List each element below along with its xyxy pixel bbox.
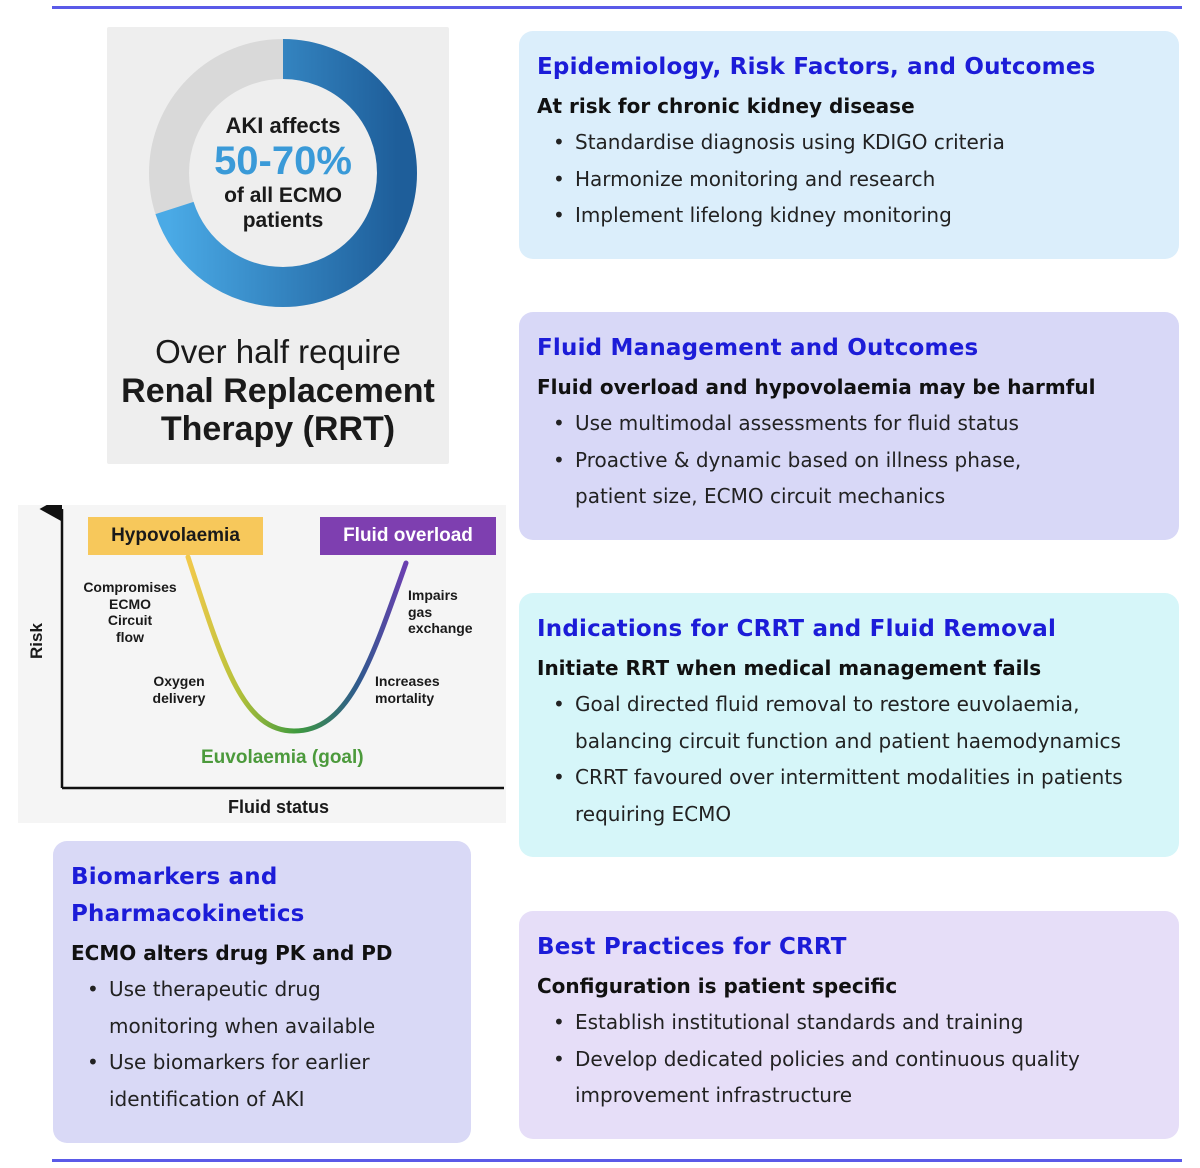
risk-u-curve bbox=[185, 554, 409, 734]
donut-line-3: of all ECMO bbox=[224, 184, 342, 207]
note-line: Circuit bbox=[107, 612, 153, 628]
note-line: flow bbox=[116, 628, 144, 645]
list-item: Goal directed fluid removal to restore e… bbox=[553, 686, 1165, 759]
list-item: Develop dedicated policies and continuou… bbox=[553, 1041, 1135, 1114]
compromises-note: Compromises ECMO Circuit flow bbox=[70, 579, 190, 645]
note-line: Impairs bbox=[408, 587, 458, 603]
list-item: CRRT favoured over intermittent modaliti… bbox=[553, 759, 1165, 832]
donut-center-text: AKI affects 50-70% of all ECMO patients bbox=[147, 37, 419, 309]
fluid-status-diagram: Hypovolaemia Fluid overload Risk Fluid s… bbox=[18, 505, 506, 823]
fluid-management-list: Use multimodal assessments for fluid sta… bbox=[537, 405, 1161, 515]
list-item: Use multimodal assessments for fluid sta… bbox=[553, 405, 1161, 442]
note-line: Compromises bbox=[83, 579, 177, 595]
note-line: Oxygen bbox=[153, 673, 205, 689]
oxygen-note: Oxygen delivery bbox=[139, 673, 219, 706]
list-item: Use therapeutic drug monitoring when ava… bbox=[87, 971, 409, 1044]
aki-donut-panel: AKI affects 50-70% of all ECMO patients … bbox=[107, 27, 449, 464]
indications-list: Goal directed fluid removal to restore e… bbox=[537, 686, 1161, 832]
epidemiology-card: Epidemiology, Risk Factors, and Outcomes… bbox=[519, 31, 1179, 259]
rrt-line-3: Therapy (RRT) bbox=[160, 410, 396, 448]
aki-donut-chart bbox=[149, 39, 417, 307]
indications-subtitle: Initiate RRT when medical management fai… bbox=[537, 656, 1042, 680]
list-item: Standardise diagnosis using KDIGO criter… bbox=[553, 124, 1161, 161]
top-divider bbox=[52, 6, 1182, 9]
fluid-overload-label: Fluid overload bbox=[343, 525, 473, 546]
fluid-overload-box bbox=[320, 517, 496, 555]
note-line: exchange bbox=[408, 620, 473, 636]
euvolaemia-label: Euvolaemia (goal) bbox=[201, 747, 364, 768]
note-line: gas bbox=[408, 603, 433, 620]
biomarkers-list: Use therapeutic drug monitoring when ava… bbox=[71, 971, 453, 1117]
list-item: Establish institutional standards and tr… bbox=[553, 1004, 1161, 1041]
hypovolaemia-label: Hypovolaemia bbox=[111, 525, 240, 546]
indications-title: Indications for CRRT and Fluid Removal bbox=[537, 616, 1057, 642]
fluid-management-title: Fluid Management and Outcomes bbox=[537, 335, 979, 361]
epidemiology-subtitle: At risk for chronic kidney disease bbox=[537, 94, 915, 118]
y-axis-label: Risk bbox=[27, 623, 46, 659]
fluid-management-card: Fluid Management and Outcomes Fluid over… bbox=[519, 312, 1179, 540]
list-item: Proactive & dynamic based on illness pha… bbox=[553, 442, 1045, 515]
indications-card: Indications for CRRT and Fluid Removal I… bbox=[519, 593, 1179, 857]
mortality-note: Increases mortality bbox=[375, 673, 440, 706]
epidemiology-title: Epidemiology, Risk Factors, and Outcomes bbox=[537, 54, 1096, 80]
best-practices-subtitle: Configuration is patient specific bbox=[537, 974, 898, 998]
best-practices-title: Best Practices for CRRT bbox=[537, 934, 847, 960]
rrt-line-1: Over half require bbox=[155, 333, 401, 370]
list-item: Implement lifelong kidney monitoring bbox=[553, 197, 1161, 234]
donut-line-1: AKI affects bbox=[225, 113, 341, 138]
note-line: Increases bbox=[375, 673, 440, 689]
note-line: delivery bbox=[152, 689, 206, 706]
donut-percent: 50-70% bbox=[214, 139, 352, 183]
best-practices-list: Establish institutional standards and tr… bbox=[537, 1004, 1161, 1114]
list-item: Use biomarkers for earlier identificatio… bbox=[87, 1044, 409, 1117]
best-practices-card: Best Practices for CRRT Configuration is… bbox=[519, 911, 1179, 1139]
donut-line-4: patients bbox=[242, 209, 324, 232]
gas-exchange-note: Impairs gas exchange bbox=[408, 587, 473, 637]
rrt-statement: Over half require Renal Replacement Ther… bbox=[107, 332, 449, 448]
epidemiology-list: Standardise diagnosis using KDIGO criter… bbox=[537, 124, 1161, 234]
rrt-line-2: Renal Replacement bbox=[121, 372, 435, 410]
note-line: mortality bbox=[375, 689, 435, 706]
bottom-divider bbox=[52, 1159, 1182, 1162]
biomarkers-subtitle: ECMO alters drug PK and PD bbox=[71, 941, 393, 965]
x-axis-label: Fluid status bbox=[228, 797, 330, 817]
list-item: Harmonize monitoring and research bbox=[553, 161, 1161, 198]
note-line: ECMO bbox=[109, 595, 151, 612]
hypovolaemia-box bbox=[88, 517, 263, 555]
biomarkers-title: Biomarkers and Pharmacokinetics bbox=[71, 864, 305, 927]
fluid-management-subtitle: Fluid overload and hypovolaemia may be h… bbox=[537, 375, 1096, 399]
donut-fill-arc bbox=[149, 39, 417, 307]
biomarkers-card: Biomarkers and Pharmacokinetics ECMO alt… bbox=[53, 841, 471, 1143]
